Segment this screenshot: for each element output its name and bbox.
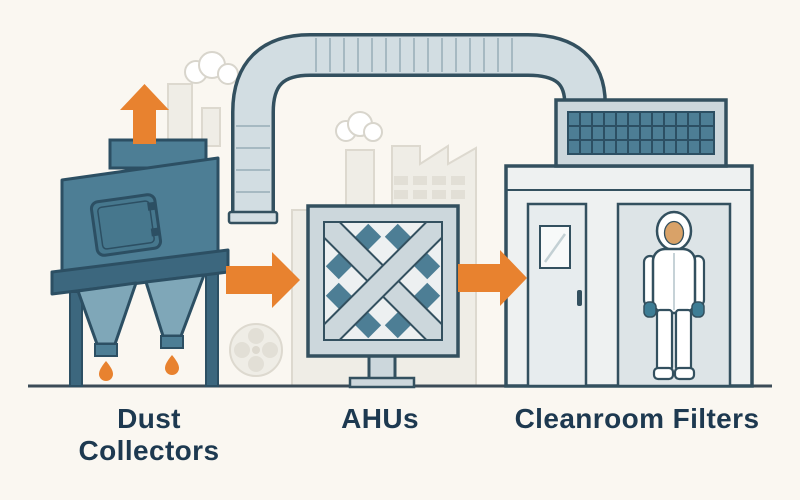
flow-arrow-2-icon — [458, 250, 527, 306]
label-dust-collectors-line2: Collectors — [79, 435, 220, 466]
label-cleanroom-filters: Cleanroom Filters — [515, 403, 760, 434]
wall-fan — [229, 323, 283, 377]
vent-grid — [568, 112, 714, 154]
ahu-stand — [367, 352, 397, 382]
label-dust-collectors-line1: Dust — [117, 403, 181, 434]
window-shine — [543, 233, 567, 263]
worker-glove — [691, 301, 705, 318]
collector-access-door — [89, 193, 163, 257]
rooftop-vent-grille — [554, 98, 728, 168]
smoke-cloud — [184, 51, 239, 85]
filter-core-outline — [323, 221, 443, 341]
cleanroom-worker — [642, 210, 706, 381]
duct-body — [234, 36, 604, 223]
duct-pipe — [227, 33, 607, 225]
worker-glove — [643, 301, 657, 318]
dust-drop-icon — [165, 355, 179, 375]
chimney — [201, 107, 221, 147]
hopper-outlet — [94, 343, 118, 357]
worker-leg — [655, 308, 674, 372]
collector-leg — [205, 271, 219, 387]
hopper-outlet — [160, 335, 184, 349]
ahu-stand-base — [348, 376, 416, 389]
label-ahus: AHUs — [341, 403, 419, 434]
collector-leg — [69, 291, 83, 387]
factory-windows — [394, 176, 465, 199]
cleanroom-door — [526, 202, 588, 388]
ahu-filter-unit — [306, 204, 460, 389]
duct-segment-ticks — [236, 125, 270, 193]
flow-arrow-1-icon — [226, 252, 300, 308]
smoke-cloud — [335, 111, 383, 142]
door-handle — [577, 290, 582, 306]
chimney — [167, 83, 193, 147]
exhaust-up-arrow-icon — [120, 84, 169, 144]
filter-x-braces — [324, 222, 442, 340]
dust-collector-illustration — [50, 84, 230, 387]
worker-face — [663, 220, 685, 246]
duct-flange — [227, 210, 279, 225]
worker-leg — [674, 308, 693, 372]
worker-boot — [673, 366, 696, 381]
cleanroom-building — [504, 98, 754, 388]
dust-drop-icon — [99, 361, 113, 381]
worker-boot — [652, 366, 675, 381]
duct-segment-ticks — [315, 38, 513, 72]
